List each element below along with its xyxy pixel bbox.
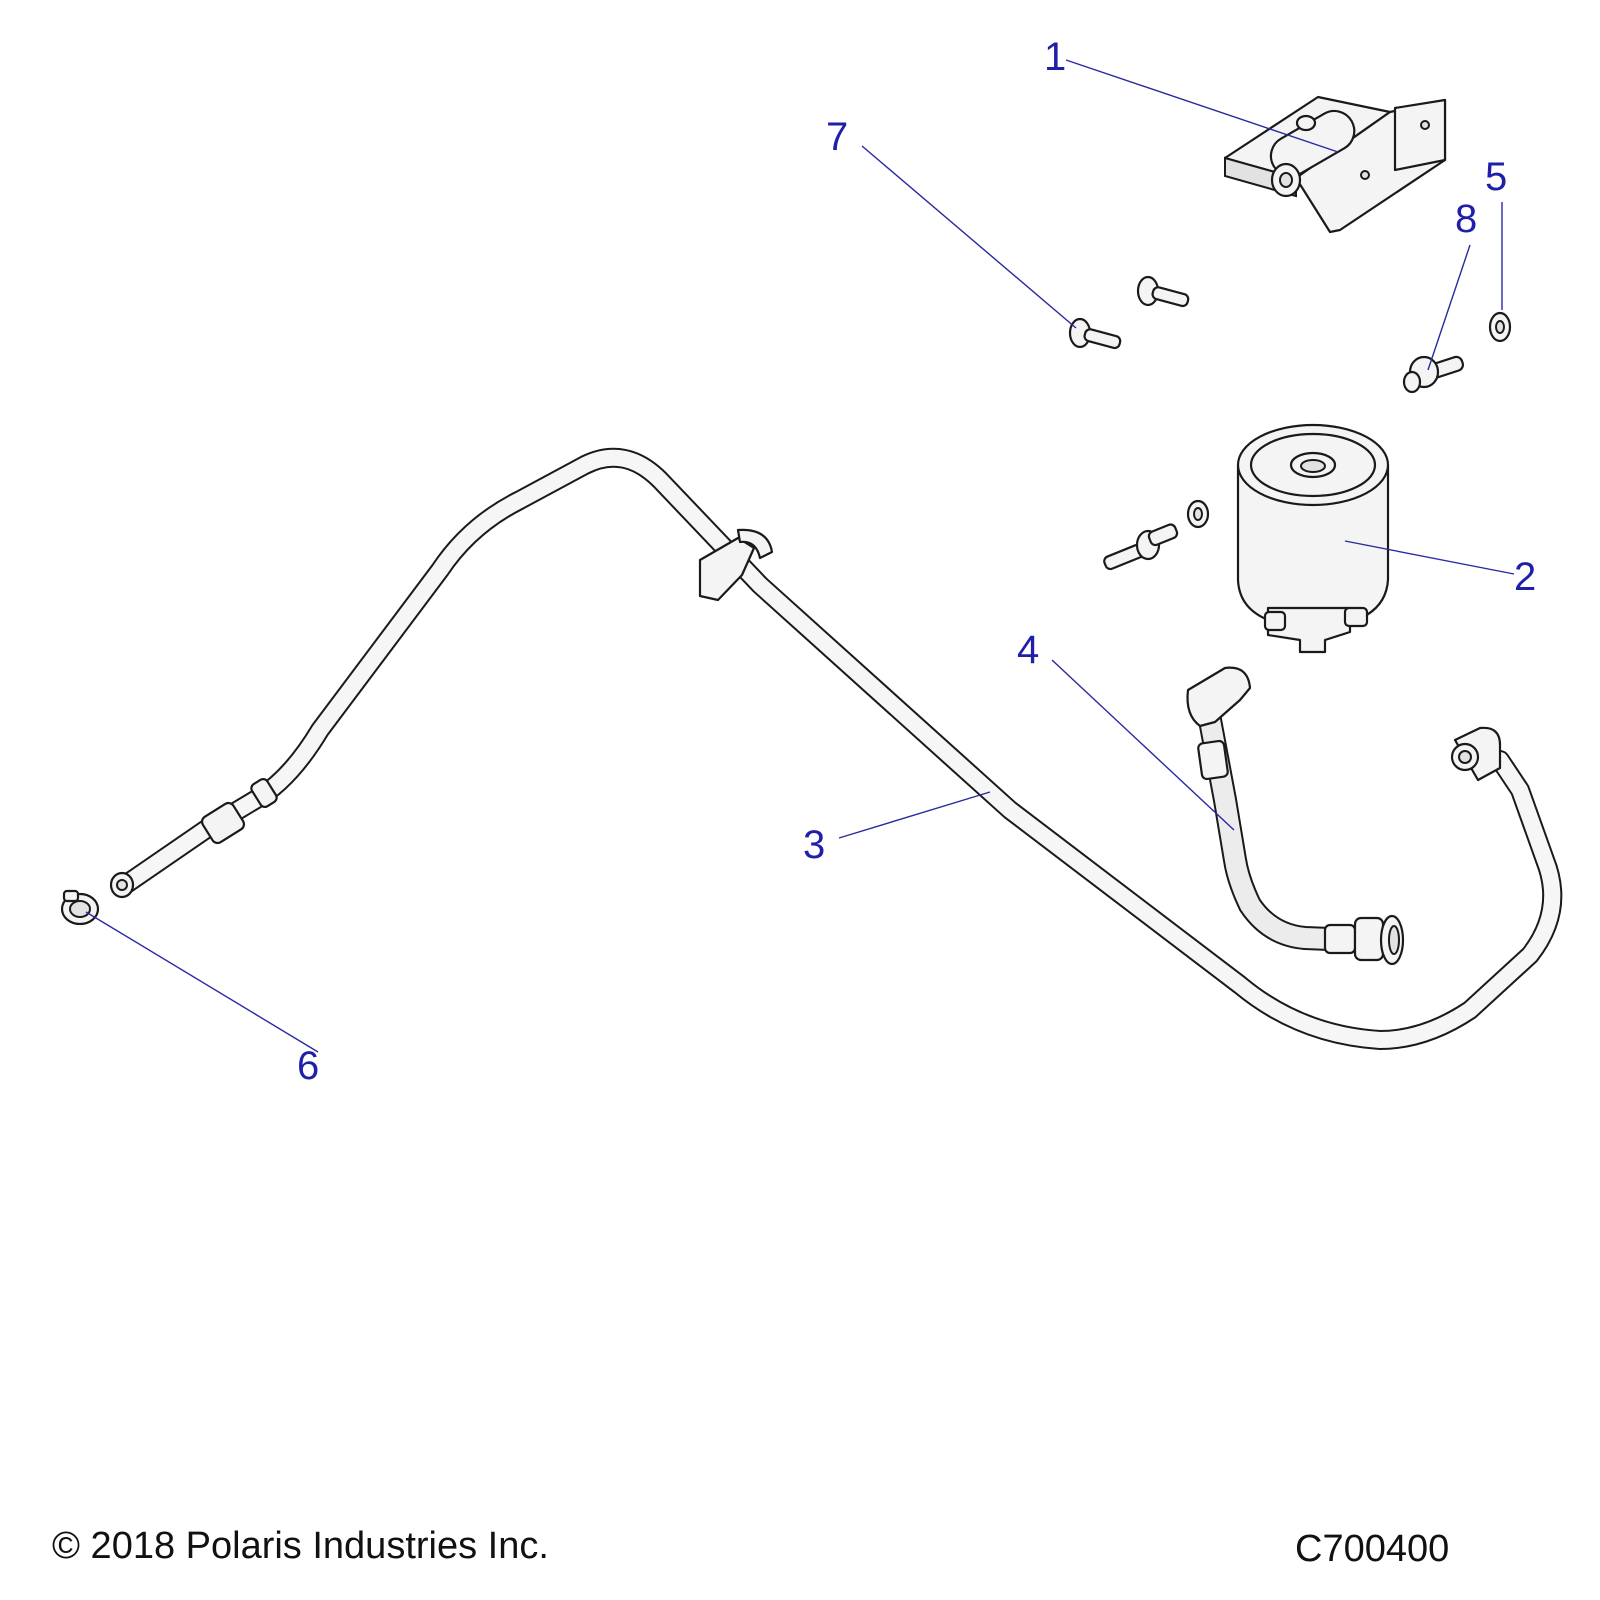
fitting-part (1402, 355, 1465, 394)
leader-line-6 (85, 911, 319, 1053)
hose-clamp-part (60, 889, 100, 926)
bolt-part (1068, 275, 1190, 350)
callout-number-4: 4 (1017, 628, 1039, 672)
leader-line-7 (861, 145, 1077, 329)
callout-number-5: 5 (1485, 155, 1507, 199)
callout-number-2: 2 (1514, 555, 1536, 599)
leader-line-2 (1344, 540, 1515, 575)
leader-line-8 (1427, 244, 1471, 371)
callout-number-1: 1 (1044, 35, 1066, 79)
fuel-filter-part (1236, 423, 1390, 654)
callout-number-8: 8 (1455, 197, 1477, 241)
hose-assembly-part (1186, 666, 1405, 966)
leader-line-3 (838, 791, 991, 839)
copyright-notice: © 2018 Polaris Industries Inc. (52, 1525, 549, 1567)
callout-number-3: 3 (803, 823, 825, 867)
callout-number-7: 7 (826, 115, 848, 159)
washer-part (1488, 311, 1512, 343)
callout-number-6: 6 (297, 1044, 319, 1088)
leader-line-4 (1051, 659, 1235, 831)
leader-line-1 (1065, 59, 1339, 153)
filter-fitting-part (1103, 499, 1210, 571)
figure-code: C700400 (1295, 1528, 1450, 1570)
fuel-line-part (109, 447, 1563, 1050)
bracket-part (1223, 95, 1447, 234)
